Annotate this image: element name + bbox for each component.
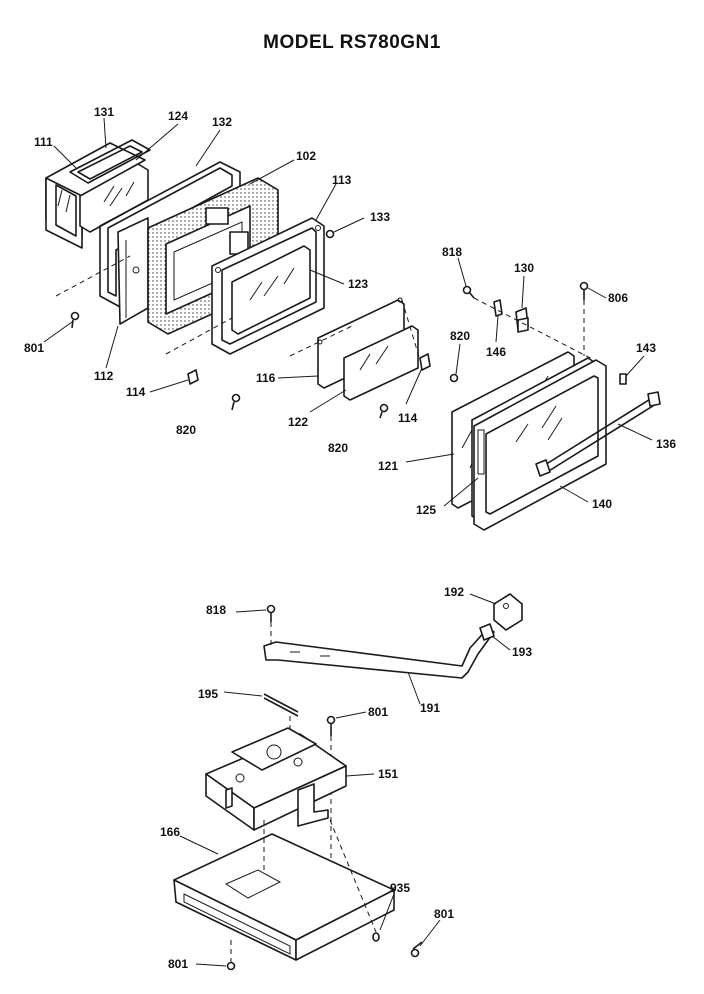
assembly-lines-upper [55,255,595,361]
callout-122: 122 [288,415,308,429]
callout-143: 143 [636,341,656,355]
callout-102: 102 [296,149,316,163]
callout-801-lower-left: 801 [168,957,188,971]
part-140-outer-door [473,359,607,531]
callout-123: 123 [348,277,368,291]
callout-146: 146 [486,345,506,359]
callout-192: 192 [444,585,464,599]
callout-131: 131 [94,105,114,119]
callout-124: 124 [168,109,188,123]
part-151-latch-mechanism [205,727,347,831]
callout-801-upper: 801 [24,341,44,355]
callout-818-upper: 818 [442,245,462,259]
part-166-latch-cover [173,833,395,961]
callout-114-left: 114 [126,385,146,399]
callout-151: 151 [378,767,398,781]
callout-132: 132 [212,115,232,129]
callout-121: 121 [378,459,398,473]
callout-818-lower: 818 [206,603,226,617]
screw-820-mid [449,373,459,383]
callout-801-latch: 801 [368,705,388,719]
callout-806: 806 [608,291,628,305]
part-193-connector [479,623,495,641]
callout-125: 125 [416,503,436,517]
screw-801-upper [70,311,80,329]
part-191-latch-link [263,627,495,679]
part-131-window-frame [69,139,151,184]
callout-116: 116 [256,371,276,385]
bracket-114-right [419,353,431,371]
screw-818-upper [462,285,475,299]
leader-lines [43,117,653,967]
callout-801-lower-right: 801 [434,907,454,921]
screw-818-lower [266,604,276,622]
callout-130: 130 [514,261,534,275]
screw-801-lower-left [226,940,236,971]
screw-133 [325,229,335,239]
callout-113: 113 [332,173,352,187]
callout-111: 111 [34,135,53,149]
callout-820-mid: 820 [450,329,470,343]
part-123-window-glass [231,245,311,335]
callout-191: 191 [420,701,440,715]
callout-935: 935 [390,881,410,895]
part-122-glass [343,325,419,401]
screw-820-lower [379,403,389,419]
part-143-end-cap [619,373,627,385]
part-146-clip [493,299,503,317]
callout-133: 133 [370,210,390,224]
assembly-lines-lower [263,622,377,933]
screw-801-lower-right [410,941,423,958]
part-136-door-handle [535,391,661,477]
part-130-bracket [515,307,529,333]
callout-193: 193 [512,645,532,659]
screw-820-left [231,393,241,411]
bracket-114-left [187,369,199,385]
part-111-outer-door-panel [45,142,146,249]
callout-820-lower: 820 [328,441,348,455]
callout-112: 112 [94,369,114,383]
callout-166: 166 [160,825,180,839]
callout-195: 195 [198,687,218,701]
callout-136: 136 [656,437,676,451]
callout-114-right: 114 [398,411,418,425]
callout-820-left: 820 [176,423,196,437]
diagram-title: MODEL RS780GN1 [263,32,441,53]
grommet-935 [372,932,380,942]
screw-806 [579,281,589,300]
callout-140: 140 [592,497,612,511]
part-192-switch [493,593,523,631]
callout-labels: 111 131 124 132 102 113 133 123 801 112 … [24,105,676,971]
part-112-side-trim [117,217,149,325]
